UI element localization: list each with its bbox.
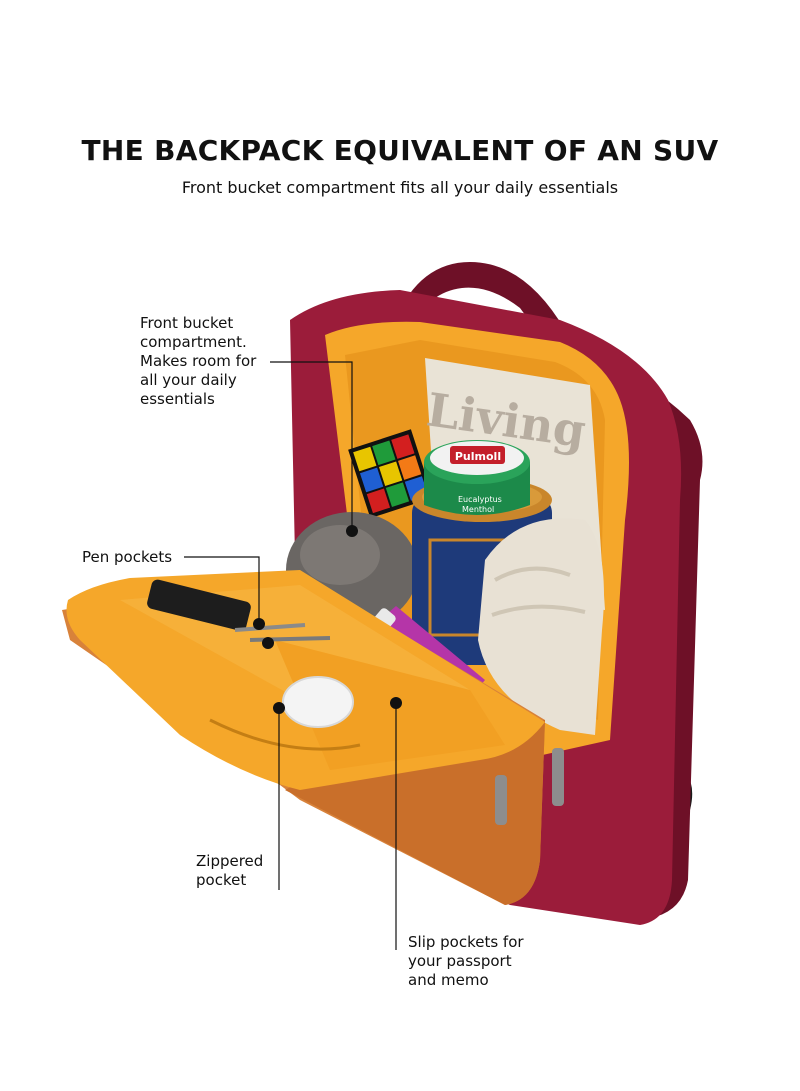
callout-front-bucket: Front bucket compartment. Makes room for… — [140, 314, 257, 408]
rubiks-cube — [348, 429, 434, 519]
callout-dot-front-bucket — [346, 525, 358, 537]
callout-dot-pen-pockets — [253, 618, 265, 630]
callout-dot-pen-pockets-2 — [262, 637, 274, 649]
zipper-pull-2 — [552, 748, 564, 806]
callout-dot-slip-pockets — [390, 697, 402, 709]
page-title: THE BACKPACK EQUIVALENT OF AN SUV — [81, 134, 719, 167]
tin-brand: Pulmoll — [455, 450, 501, 463]
page-subtitle: Front bucket compartment fits all your d… — [181, 178, 619, 197]
phone — [147, 579, 251, 631]
pen-2 — [249, 636, 331, 642]
callout-lines — [184, 361, 397, 950]
zipper — [209, 718, 361, 751]
callout-slip-pockets: Slip pockets for your passport and memo — [408, 933, 524, 989]
callout-zippered-pocket: Zippered pocket — [196, 852, 264, 889]
airpods-case — [282, 676, 354, 728]
zipper-pull-1 — [495, 775, 507, 825]
slip-pocket — [275, 640, 505, 770]
pen-1 — [234, 623, 306, 632]
callout-dot-zippered-pocket — [273, 702, 285, 714]
handle — [395, 262, 585, 392]
pulmoll-tin: Pulmoll Eucalyptus Menthol — [424, 440, 530, 515]
callout-pen-pockets: Pen pockets — [82, 548, 173, 566]
tin-flavor-2: Menthol — [462, 505, 494, 514]
tin-flavor-1: Eucalyptus — [458, 495, 502, 504]
